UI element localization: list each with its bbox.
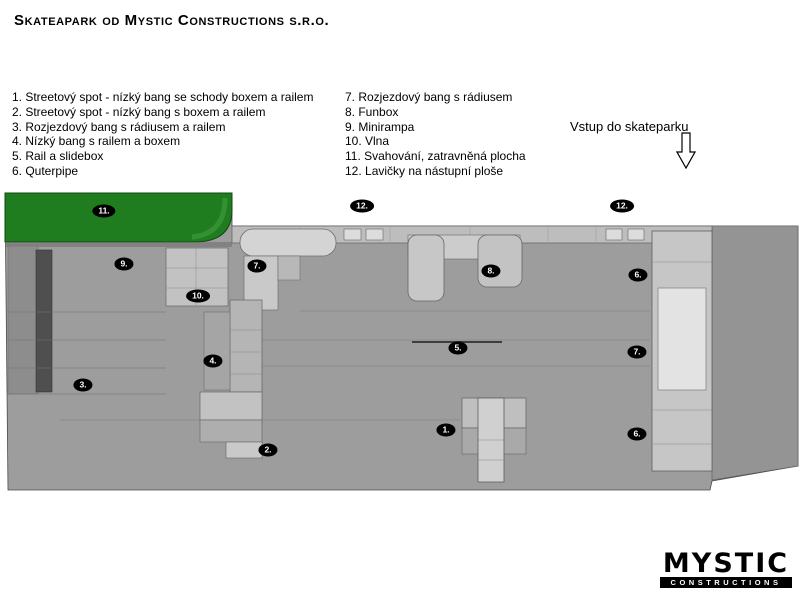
skatepark-plan bbox=[4, 192, 799, 491]
plan-marker: 9. bbox=[114, 257, 134, 271]
plan-marker: 5. bbox=[448, 341, 468, 355]
bench-shape bbox=[343, 228, 362, 241]
plan-right-strip bbox=[711, 225, 799, 481]
legend-item: 7. Rozjezdový bang s rádiusem bbox=[345, 90, 513, 104]
company-logo: MYSTIC CONSTRUCTIONS bbox=[660, 548, 792, 588]
bench-shape bbox=[365, 228, 384, 241]
legend-item: 8. Funbox bbox=[345, 104, 399, 119]
left-strip bbox=[7, 245, 39, 395]
plan-marker: 6. bbox=[627, 427, 647, 441]
plan-marker: 12. bbox=[350, 199, 374, 213]
legend-item: 12. Lavičky na nástupní ploše bbox=[345, 163, 504, 178]
plan-marker: 8. bbox=[481, 264, 501, 278]
plan-marker: 2. bbox=[258, 443, 278, 457]
legend-item: 4. Nízký bang s railem a boxem bbox=[12, 134, 181, 149]
plan-marker: 6. bbox=[628, 268, 648, 282]
plan-marker: 7. bbox=[247, 259, 267, 273]
page-title: Skateapark od Mystic Constructions s.r.o… bbox=[14, 12, 330, 29]
rail-strip-dark bbox=[35, 249, 53, 393]
plan-marker: 12. bbox=[610, 199, 634, 213]
legend-item: 6. Quterpipe bbox=[12, 163, 79, 178]
grass-area bbox=[4, 192, 233, 243]
legend-item: 1. Streetový spot - nízký bang se schody… bbox=[12, 90, 314, 104]
legend-item: 10. Vlna bbox=[345, 134, 390, 149]
logo-subtext: CONSTRUCTIONS bbox=[660, 577, 792, 588]
radius-ramp bbox=[239, 228, 337, 257]
legend-item: 3. Rozjezdový bang s rádiusem a railem bbox=[12, 119, 226, 134]
plan-marker: 1. bbox=[436, 423, 456, 437]
legend-item: 11. Svahování, zatravněná plocha bbox=[345, 149, 526, 164]
logo-wordmark: MYSTIC bbox=[662, 548, 790, 579]
legend-item: 2. Streetový spot - nízký bang s boxem a… bbox=[12, 104, 266, 119]
legend-item: 9. Minirampa bbox=[345, 119, 415, 134]
plan-marker: 10. bbox=[186, 289, 210, 303]
plan-marker: 4. bbox=[203, 354, 223, 368]
bench-shape bbox=[627, 228, 645, 241]
bench-shape bbox=[605, 228, 623, 241]
plan-marker: 7. bbox=[627, 345, 647, 359]
street-spot-column bbox=[229, 299, 263, 393]
plan-marker: 3. bbox=[73, 378, 93, 392]
legend-item: 5. Rail a slidebox bbox=[12, 149, 104, 164]
plan-marker: 11. bbox=[92, 204, 116, 218]
legend-column-left: 1. Streetový spot - nízký bang se schody… bbox=[12, 90, 313, 179]
down-arrow-icon bbox=[676, 132, 696, 170]
entrance-label: Vstup do skateparku bbox=[570, 119, 689, 134]
legend-column-right: 7. Rozjezdový bang s rádiusem 8. Funbox … bbox=[345, 90, 526, 179]
